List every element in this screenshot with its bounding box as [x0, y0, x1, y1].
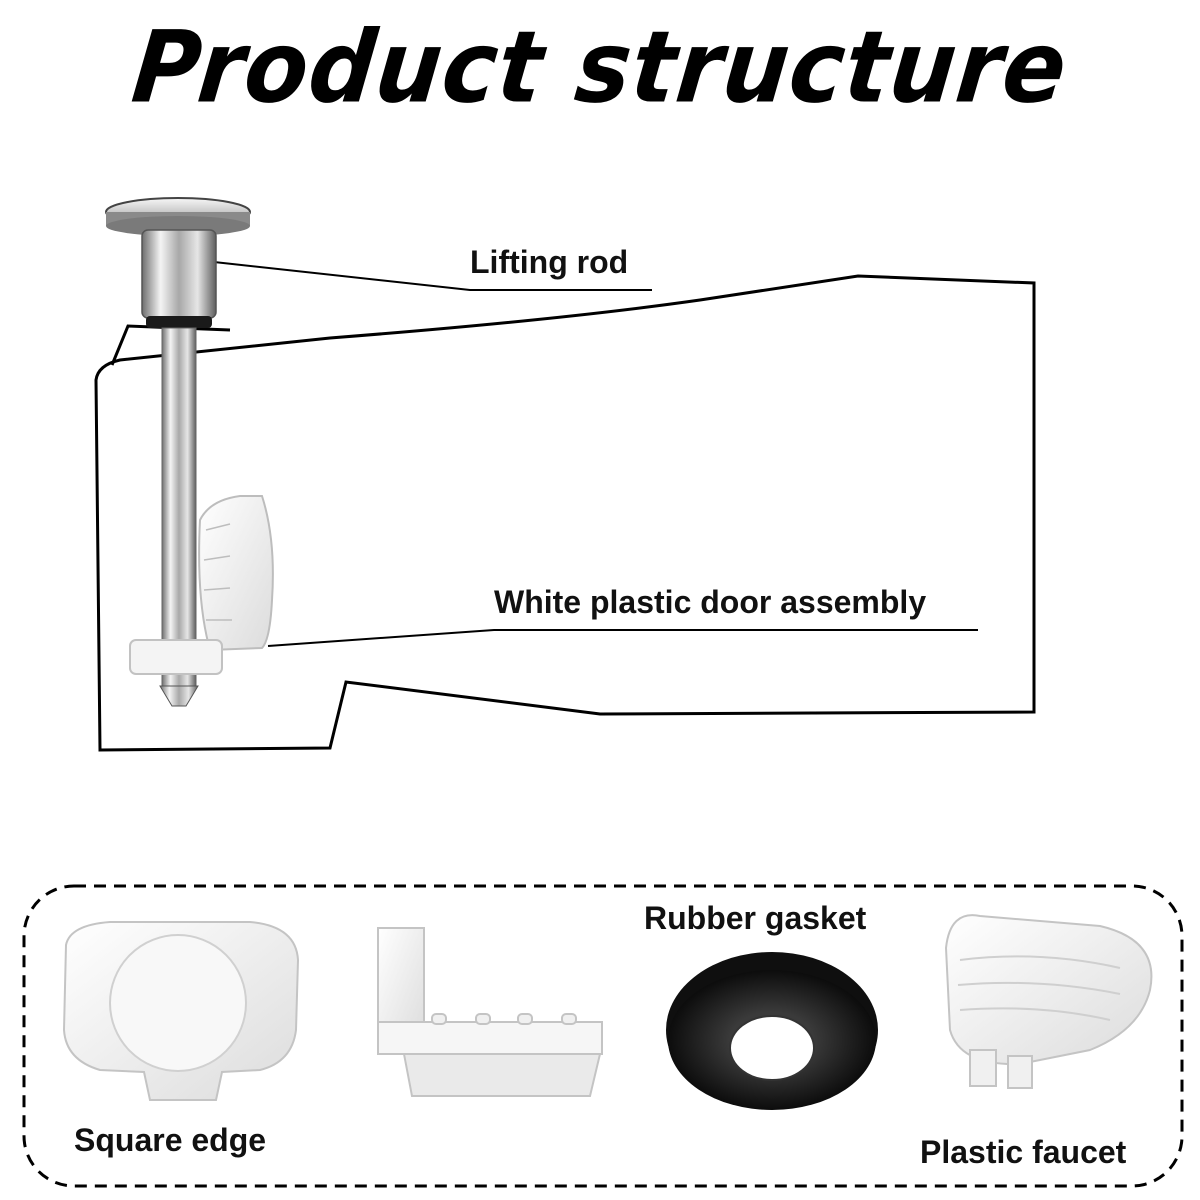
door-assembly-label: White plastic door assembly — [494, 584, 927, 620]
lifting-rod-icon — [105, 197, 251, 707]
square-edge-label: Square edge — [74, 1122, 267, 1158]
lifting-rod-leader — [213, 261, 652, 291]
lifting-rod-label: Lifting rod — [470, 244, 629, 280]
rubber-gasket-label: Rubber gasket — [644, 900, 867, 936]
door-assembly-leader — [267, 629, 978, 647]
parts-box — [22, 884, 1184, 1188]
square-edge-part-icon — [62, 921, 300, 1101]
door-assembly-icon — [129, 495, 274, 675]
l-bracket-part-icon — [377, 927, 603, 1097]
rubber-gasket-icon — [666, 952, 878, 1110]
plastic-faucet-icon — [944, 914, 1153, 1089]
basin-outline — [94, 274, 1036, 752]
plastic-faucet-label: Plastic faucet — [920, 1134, 1127, 1170]
